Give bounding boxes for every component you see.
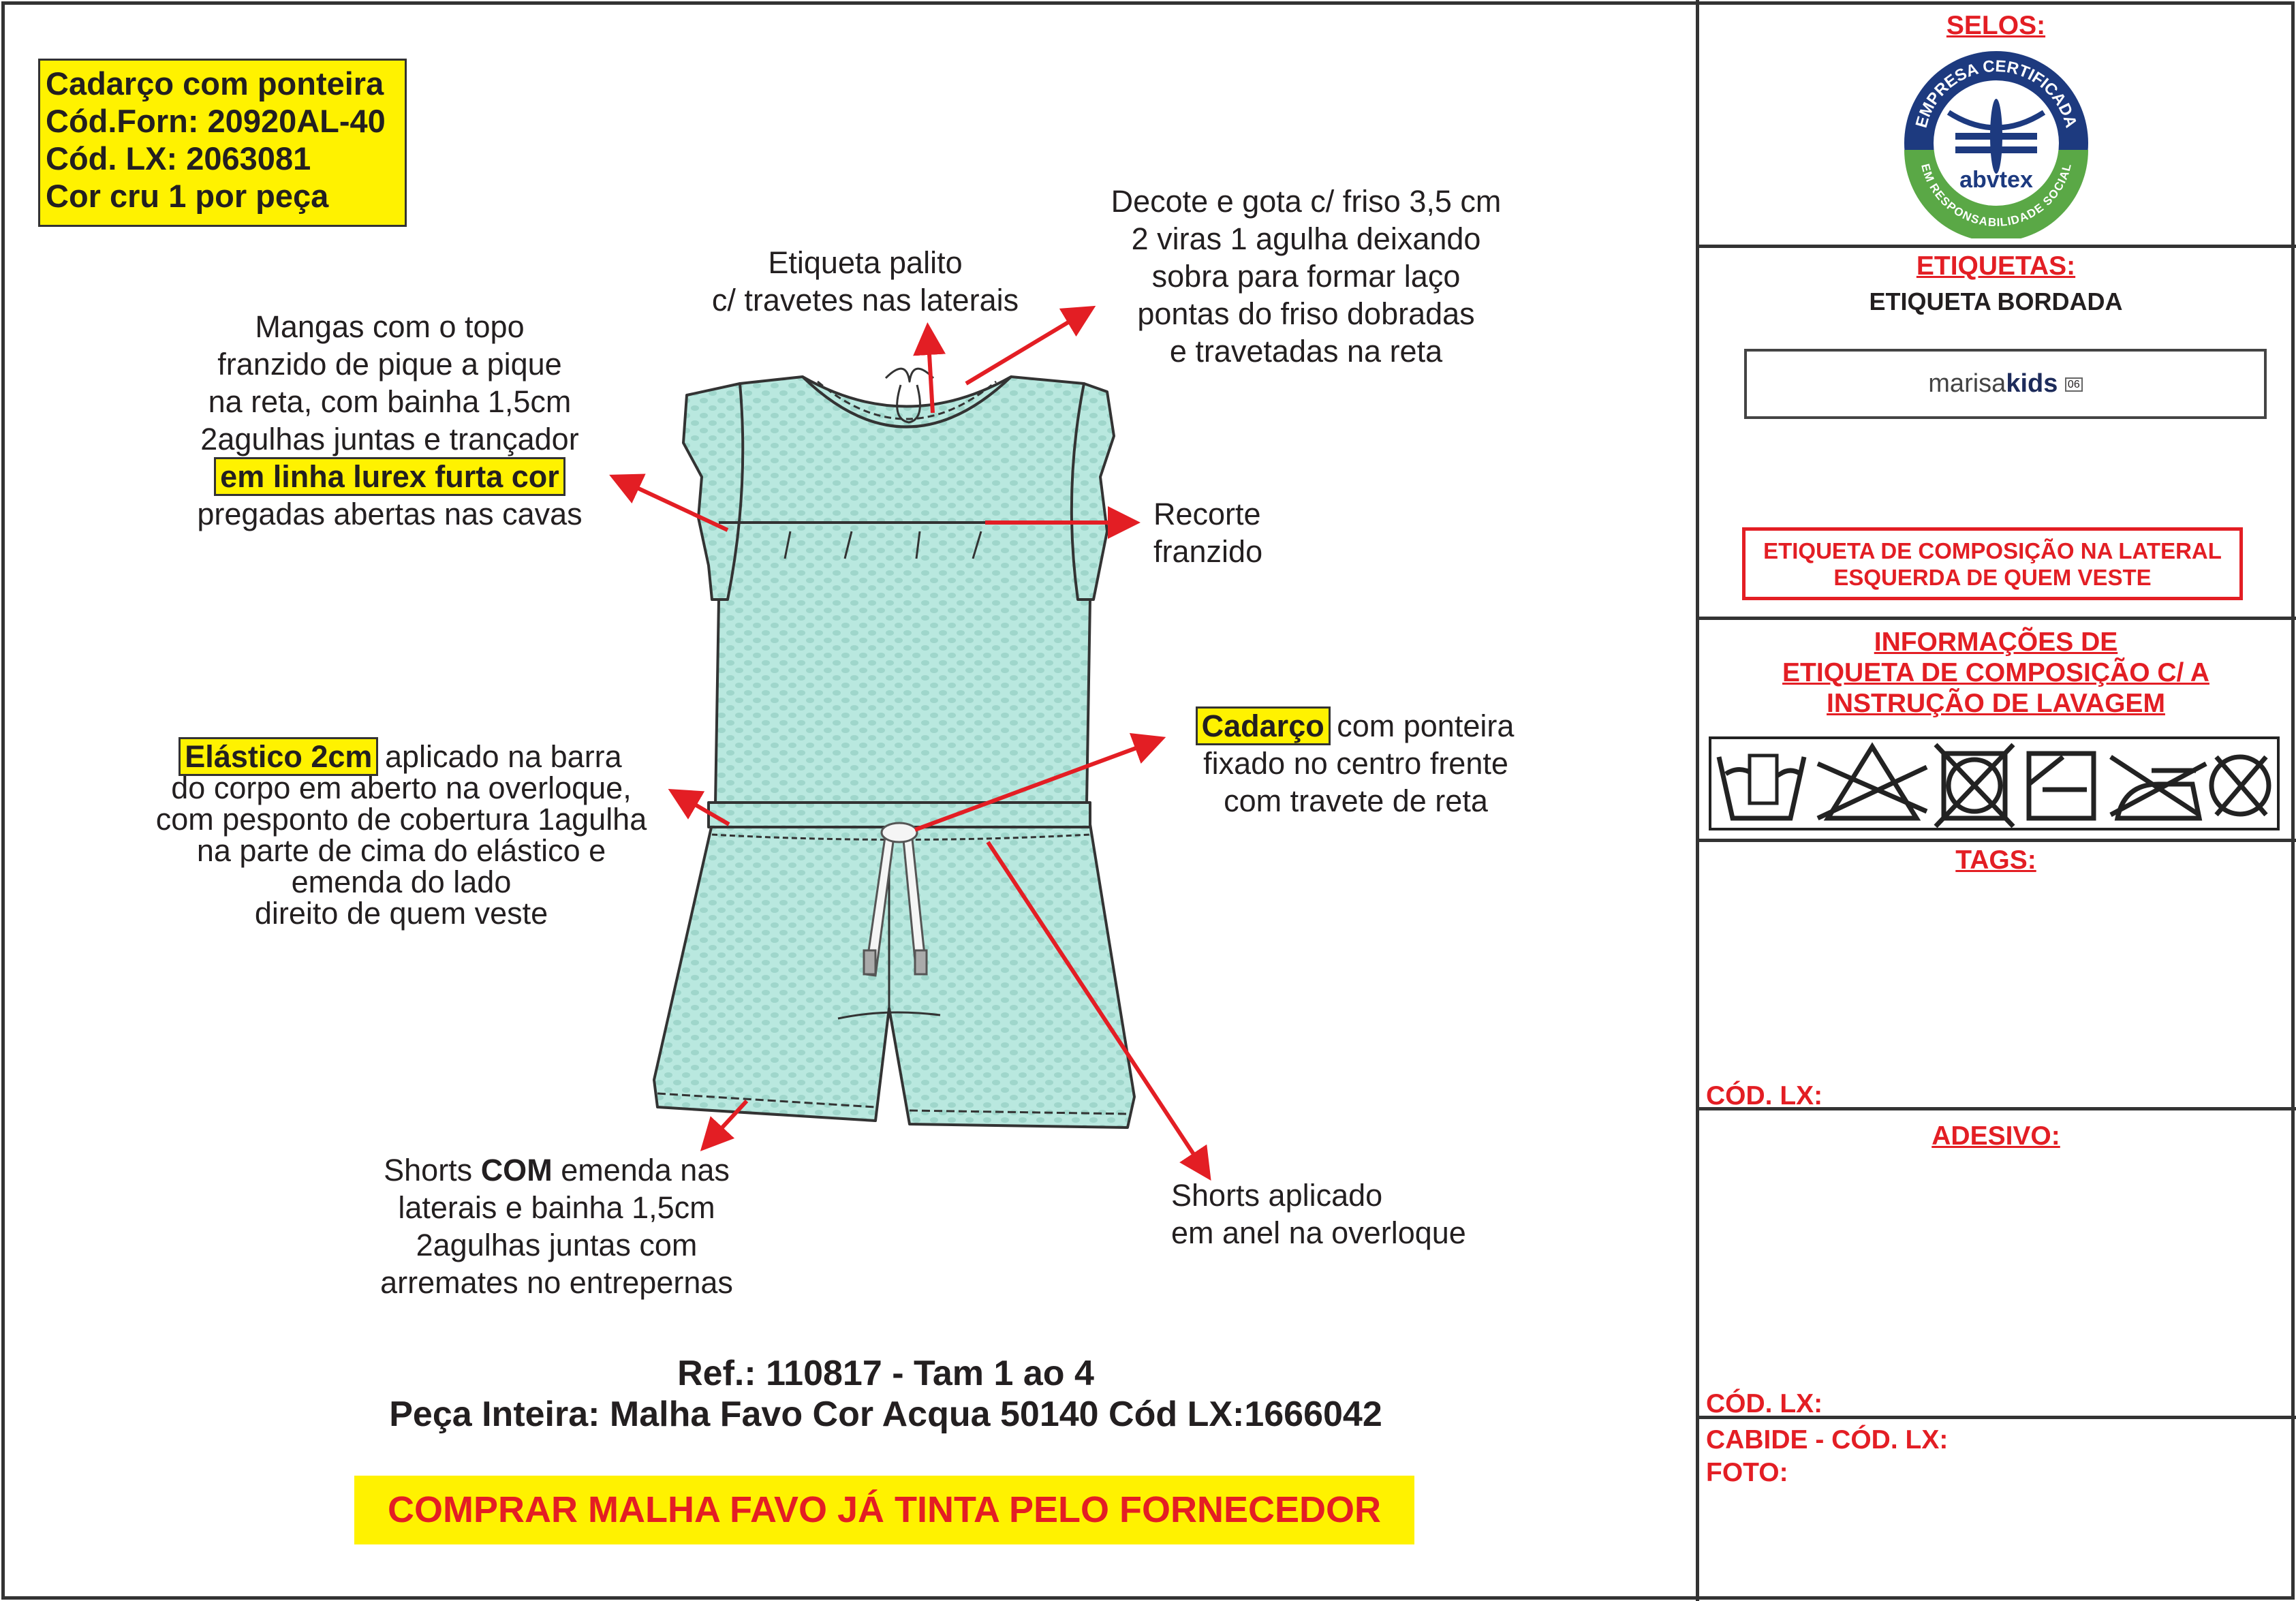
selos-heading: SELOS: — [1946, 11, 2046, 40]
note-line: em anel na overloque — [1171, 1215, 1466, 1250]
garment-sketch — [609, 305, 1211, 1181]
note-line: Cadarço com ponteira — [1179, 706, 1533, 745]
no-bleach-icon — [1816, 742, 1928, 821]
note-line: sobra para formar laço — [1151, 259, 1461, 294]
note-line: 2 viras 1 agulha deixando — [1131, 221, 1481, 256]
cabide-cod-lx: CABIDE - CÓD. LX: — [1706, 1425, 1949, 1455]
abvtex-seal: EMPRESA CERTIFICADA EM RESPONSABILIDADE … — [1904, 51, 2088, 238]
left-sleeve — [682, 382, 745, 601]
note-line: direito de quem veste — [254, 896, 548, 931]
adesivo-heading: ADESIVO: — [1932, 1121, 2060, 1151]
note-line: na reta, com bainha 1,5cm — [208, 384, 572, 419]
arrow-elastico — [668, 788, 730, 826]
note-line: Shorts COM emenda nas — [352, 1151, 761, 1189]
note-cadarco: Cadarço com ponteira fixado no centro fr… — [1179, 706, 1533, 820]
note-line: pontas do friso dobradas — [1137, 296, 1475, 331]
note-line: do corpo em aberto na overloque, — [171, 771, 632, 805]
note-line: Elástico 2cm aplicado na barra — [123, 737, 680, 776]
no-iron-icon — [2109, 755, 2207, 821]
note-line: com travete de reta — [1224, 783, 1488, 818]
spec-line: Cód. LX: 2063081 — [46, 140, 311, 176]
arrow-shorts-aplicado — [986, 841, 1211, 1181]
note-line: na parte de cima do elástico e — [196, 833, 606, 868]
highlight-lurex: em linha lurex furta cor — [214, 457, 565, 496]
note-line: fixado no centro frente — [1203, 746, 1508, 781]
right-panel — [1696, 0, 2296, 1601]
note-shorts-com: Shorts COM emenda nas laterais e bainha … — [352, 1151, 761, 1301]
care-symbols — [1709, 736, 2280, 830]
note-line: c/ travetes nas laterais — [711, 283, 1019, 317]
spec-line: Cor cru 1 por peça — [46, 178, 329, 214]
highlight-elastico: Elástico 2cm — [179, 737, 379, 776]
shorts — [653, 823, 1136, 1129]
arrow-decote — [965, 305, 1096, 386]
no-dry-clean-icon — [2209, 754, 2271, 817]
arrow-mangas — [609, 473, 729, 532]
callout-arrows — [609, 305, 1211, 1181]
note-line: em linha lurex furta cor — [151, 457, 628, 496]
note-line: Ref.: 110817 - Tam 1 ao 4 — [677, 1354, 1094, 1393]
note-line: Recorte — [1153, 497, 1261, 531]
spec-line: Cadarço com ponteira — [46, 65, 384, 102]
tags-cod-lx: CÓD. LX: — [1706, 1081, 1823, 1110]
purchase-banner: COMPRAR MALHA FAVO JÁ TINTA PELO FORNECE… — [354, 1476, 1414, 1544]
brand-label-preview: marisakids 06 — [1744, 349, 2267, 419]
drawstring — [863, 822, 928, 977]
note-line: franzido — [1153, 534, 1263, 569]
note-line: Peça Inteira: Malha Favo Cor Acqua 50140… — [389, 1395, 1382, 1434]
cord-spec-box: Cadarço com ponteira Cód.Forn: 20920AL-4… — [38, 59, 407, 227]
note-elastico: Elástico 2cm aplicado na barra do corpo … — [123, 737, 680, 931]
note-line: 2agulhas juntas e trançador — [200, 422, 579, 456]
note-line: Shorts — [384, 1153, 481, 1187]
tags-heading: TAGS: — [1955, 845, 2036, 875]
note-line: 2agulhas juntas com — [416, 1228, 698, 1262]
note-line: COM — [480, 1153, 553, 1187]
note-line: laterais e bainha 1,5cm — [398, 1190, 715, 1225]
svg-text:abvtex: abvtex — [1959, 167, 2033, 193]
etiqueta-bordada-label: ETIQUETA BORDADA — [1869, 287, 2123, 315]
hand-wash-icon — [1716, 753, 1807, 821]
spec-line: Cód.Forn: 20920AL-40 — [46, 103, 386, 139]
note-line: franzido de pique a pique — [217, 347, 562, 382]
right-sleeve — [1070, 382, 1115, 601]
arrow-etiqueta — [913, 322, 946, 414]
note-line: Decote e gota c/ friso 3,5 cm — [1111, 184, 1502, 219]
note-line: pregadas abertas nas cavas — [197, 497, 583, 531]
note-line: Shorts aplicado — [1171, 1178, 1383, 1213]
note-line: Mangas com o topo — [255, 309, 525, 344]
etiquetas-heading: ETIQUETAS: — [1916, 251, 2076, 281]
note-line: e travetadas na reta — [1169, 334, 1443, 369]
note-line: com pesponto de cobertura 1agulha — [155, 802, 647, 837]
note-line: arremates no entrepernas — [380, 1265, 733, 1300]
note-line: aplicado na barra — [376, 739, 622, 774]
note-line: com ponteira — [1328, 709, 1515, 743]
arrow-cadarco — [914, 732, 1166, 832]
line-dry-icon — [2026, 751, 2096, 821]
no-tumble-dry-icon — [1934, 743, 2015, 828]
adesivo-cod-lx: CÓD. LX: — [1706, 1389, 1823, 1418]
arrow-shorts-com — [700, 1099, 749, 1151]
note-line: emenda do lado — [291, 865, 512, 899]
note-line: emenda nas — [552, 1153, 730, 1187]
highlight-cadarco: Cadarço — [1195, 706, 1331, 745]
note-line: Etiqueta palito — [768, 245, 963, 280]
bodice — [714, 375, 1091, 805]
foto-label: FOTO: — [1706, 1458, 1788, 1487]
